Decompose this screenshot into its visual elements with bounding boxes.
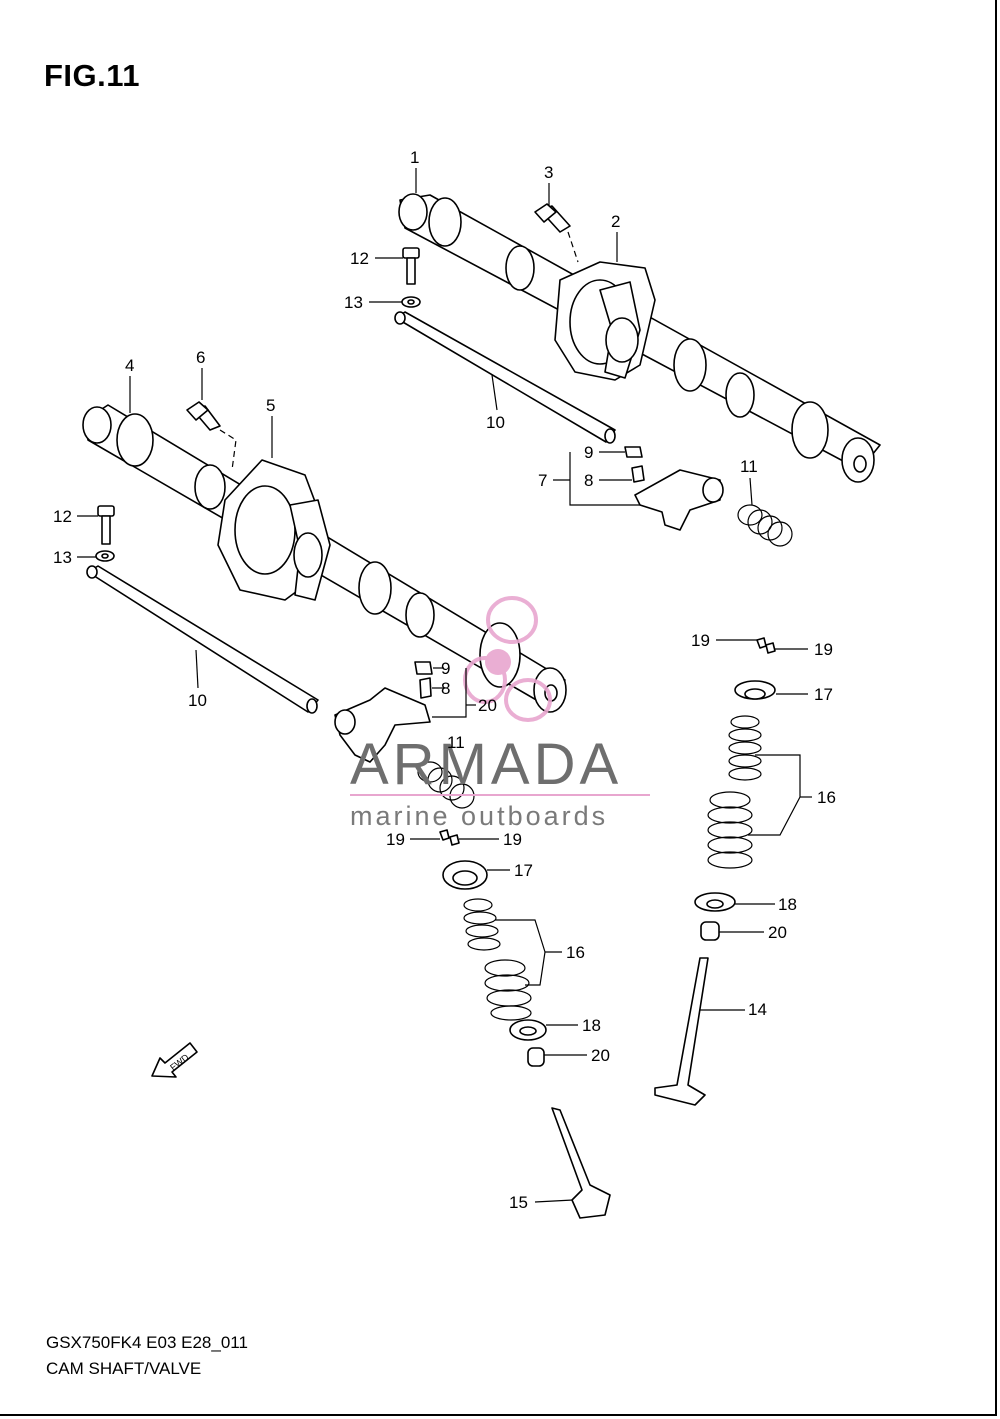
- callout-11-lower: 11: [447, 733, 465, 752]
- callout-19-left-b: 19: [503, 830, 522, 849]
- sprocket-bolt-upper: [534, 203, 579, 263]
- callout-5: 5: [266, 396, 275, 415]
- upper-cam-sprocket: [554, 261, 656, 381]
- spring-seat-right: [694, 892, 736, 912]
- callout-11-upper: 11: [740, 457, 758, 476]
- footer-model-code: GSX750FK4 E03 E28_011: [46, 1333, 248, 1352]
- bolt-lower: [95, 505, 115, 562]
- callout-17-left: 17: [514, 861, 533, 880]
- callout-6: 6: [196, 348, 205, 367]
- spring-seat-left: [509, 1019, 547, 1041]
- callout-10-upper: 10: [486, 413, 505, 432]
- leader-lines: [77, 168, 812, 1203]
- valve-retainer-right: [734, 680, 776, 700]
- callout-18-right: 18: [778, 895, 797, 914]
- armada-logo-icon: [463, 596, 552, 722]
- callout-14: 14: [748, 1000, 767, 1019]
- valve-cotters-right: [756, 637, 776, 654]
- callout-16-right: 16: [817, 788, 836, 807]
- callout-19-right-b: 19: [814, 640, 833, 659]
- exhaust-valve: [654, 957, 709, 1106]
- fwd-arrow-icon: FWD: [151, 1042, 198, 1078]
- callout-13-lower: 13: [53, 548, 72, 567]
- callout-1: 1: [410, 148, 419, 167]
- bolt-upper: [401, 247, 421, 308]
- rocker-arm-upper: [624, 446, 724, 531]
- callout-12-lower: 12: [53, 507, 72, 526]
- rocker-arm-lower: [334, 661, 433, 763]
- valve-spring-left: [463, 898, 532, 1021]
- sprocket-bolt-lower: [186, 401, 237, 471]
- callout-17-right: 17: [814, 685, 833, 704]
- callout-16-left: 16: [566, 943, 585, 962]
- callout-9-upper: 9: [584, 443, 593, 462]
- callout-19-right-a: 19: [691, 631, 710, 650]
- callout-8-upper: 8: [584, 471, 593, 490]
- rocker-shaft-upper: [394, 311, 616, 444]
- rocker-shaft-lower: [86, 565, 319, 714]
- figure-title: FIG.11: [44, 58, 141, 93]
- stem-seal-right: [700, 921, 720, 941]
- callout-2: 2: [611, 212, 620, 231]
- watermark-brand: ARMADA: [350, 732, 622, 797]
- lower-cam-sprocket: [217, 459, 331, 601]
- callout-13-upper: 13: [344, 293, 363, 312]
- callout-18-left: 18: [582, 1016, 601, 1035]
- callout-10-lower: 10: [188, 691, 207, 710]
- callout-9-lower: 9: [441, 659, 450, 678]
- rocker-spring-upper: [737, 504, 793, 547]
- callout-20-right: 20: [768, 923, 787, 942]
- callout-20-rocker: 20: [478, 696, 497, 715]
- callout-4: 4: [125, 356, 134, 375]
- stem-seal-left: [527, 1047, 545, 1067]
- callout-12-upper: 12: [350, 249, 369, 268]
- valve-spring-right: [707, 715, 762, 869]
- callout-19-left-a: 19: [386, 830, 405, 849]
- footer-section-title: CAM SHAFT/VALVE: [46, 1359, 202, 1378]
- watermark-tagline: marine outboards: [350, 801, 608, 831]
- callout-3: 3: [544, 163, 553, 182]
- callout-8-lower: 8: [441, 679, 450, 698]
- intake-valve: [551, 1107, 611, 1219]
- callout-15: 15: [509, 1193, 528, 1212]
- valve-retainer-left: [442, 860, 488, 890]
- callout-7: 7: [538, 471, 547, 490]
- valve-cotters-left: [439, 829, 460, 846]
- callout-labels: 1 3 2 12 13 10 4 6 5 12 13 10 9 7 8 11 9…: [53, 148, 836, 1212]
- callout-20-left: 20: [591, 1046, 610, 1065]
